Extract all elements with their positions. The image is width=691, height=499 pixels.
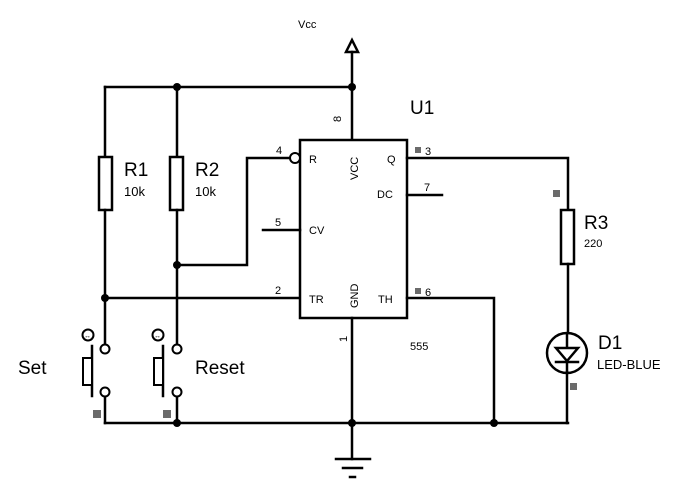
ic-555[interactable] <box>261 138 444 425</box>
reset-net-wire <box>175 156 292 267</box>
d1-ref: D1 <box>598 333 622 354</box>
ic-ref: U1 <box>410 98 434 119</box>
probe-marker <box>163 410 171 418</box>
resistor-r3[interactable] <box>559 208 576 336</box>
ground-symbol <box>334 421 372 479</box>
pin-name-r: R <box>309 154 317 166</box>
junction-dot <box>173 261 181 269</box>
resistor-r1[interactable] <box>97 85 114 347</box>
pin-name-dc: DC <box>377 189 393 201</box>
junction-dot <box>173 419 181 427</box>
junction-dot <box>490 419 498 427</box>
set-label: Set <box>18 358 47 379</box>
output-net-wire <box>405 156 570 212</box>
pin-number-2: 2 <box>275 285 281 297</box>
vcc-power-symbol <box>343 37 361 142</box>
pin-number-4: 4 <box>276 145 282 157</box>
d1-value: LED-BLUE <box>597 357 661 372</box>
r1-ref: R1 <box>124 160 148 181</box>
vcc-label: Vcc <box>298 19 317 31</box>
r2-value: 10k <box>195 184 216 199</box>
r1-value: 10k <box>124 184 145 199</box>
r3-ref: R3 <box>584 213 608 234</box>
pin-number-3: 3 <box>425 146 431 158</box>
pushbutton-reset[interactable]: ↔ <box>151 328 183 425</box>
pin-name-th: TH <box>378 294 393 306</box>
r2-ref: R2 <box>195 160 219 181</box>
pin-number-5: 5 <box>275 217 281 229</box>
r3-value: 220 <box>584 238 602 250</box>
pin-name-cv: CV <box>309 225 325 237</box>
pin-number-1: 1 <box>338 336 350 342</box>
reset-label: Reset <box>195 358 245 379</box>
probe-marker <box>553 190 560 197</box>
probe-marker <box>415 288 421 294</box>
led-d1[interactable] <box>545 331 589 425</box>
pin-number-8: 8 <box>332 116 344 122</box>
resistor-r2[interactable] <box>168 85 185 347</box>
junction-dot <box>101 294 109 302</box>
pin-name-gnd: GND <box>349 284 361 309</box>
pin-name-vcc: VCC <box>349 157 361 180</box>
pin-number-6: 6 <box>425 287 431 299</box>
junction-dot <box>348 83 356 91</box>
threshold-net-wire <box>405 296 496 425</box>
pin-name-tr: TR <box>309 294 324 306</box>
probe-marker <box>415 147 421 153</box>
pushbutton-set[interactable]: ↔ <box>81 328 111 425</box>
svg-text:↔: ↔ <box>154 333 161 340</box>
pin-number-7: 7 <box>424 182 430 194</box>
pin-name-q: Q <box>387 154 396 166</box>
svg-text:↔: ↔ <box>84 333 91 340</box>
ic-part: 555 <box>410 341 428 353</box>
probe-marker <box>570 383 577 390</box>
probe-marker <box>93 410 101 418</box>
